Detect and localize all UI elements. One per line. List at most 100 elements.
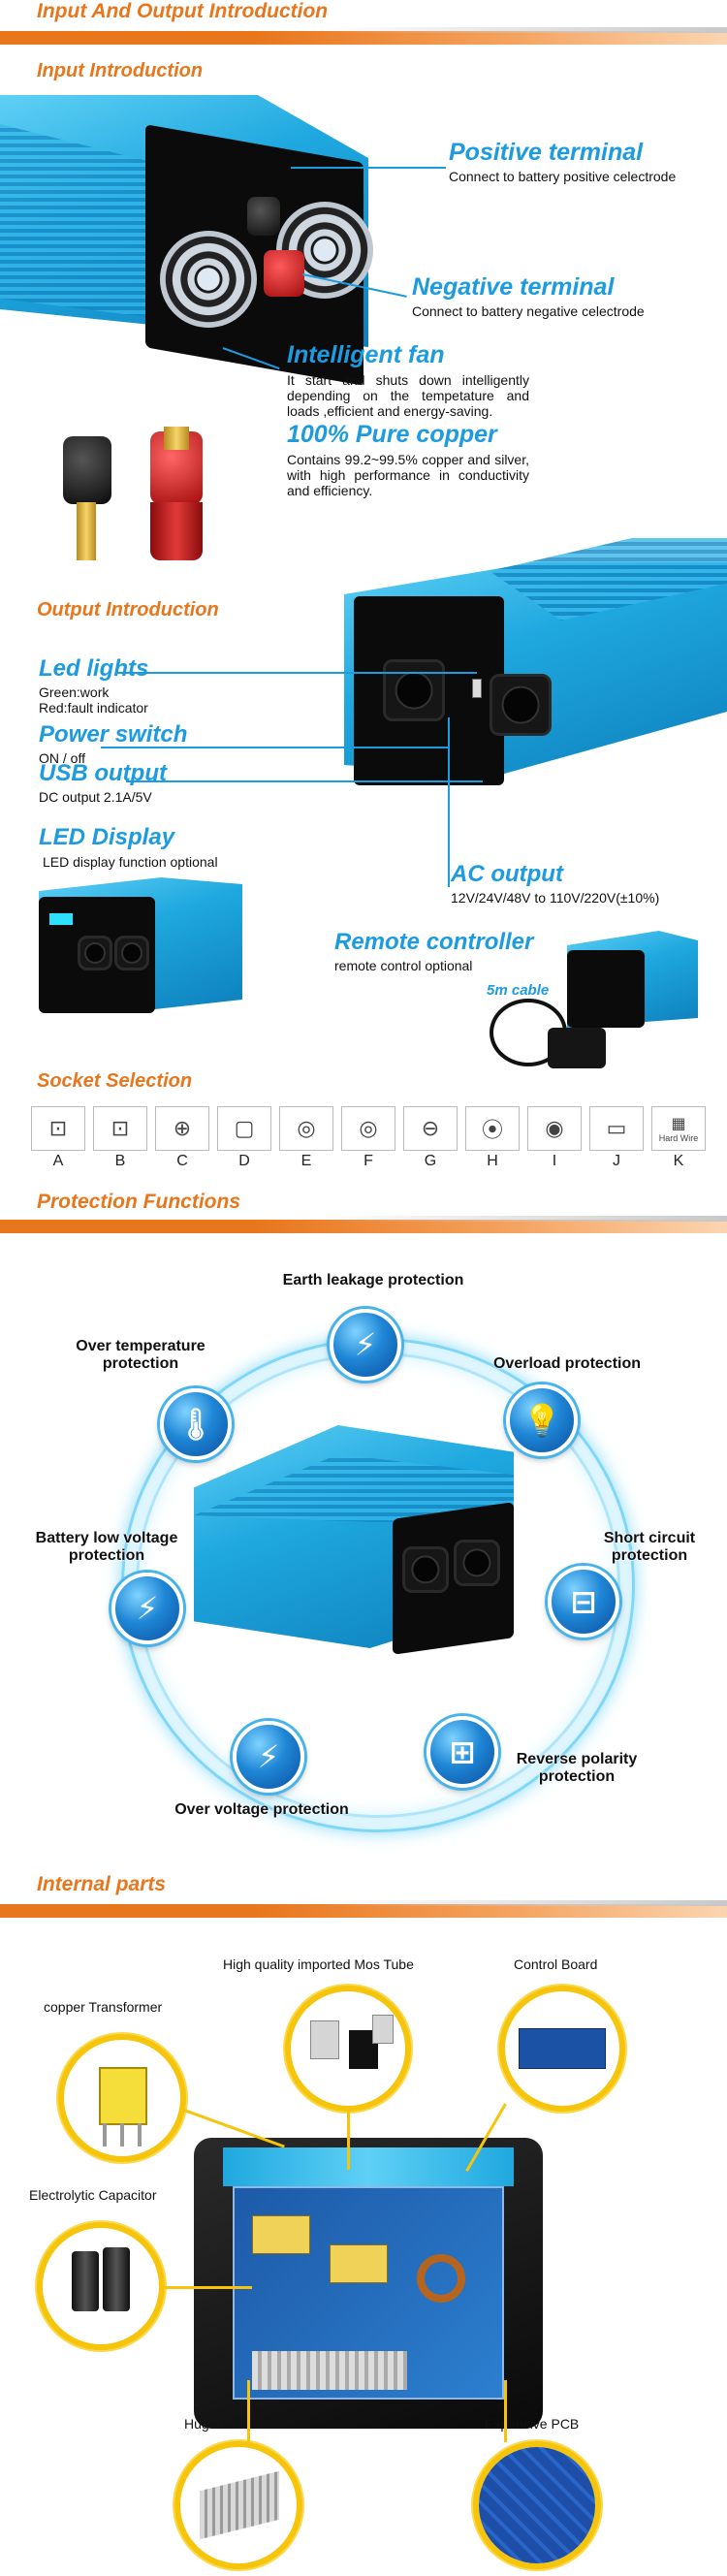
pcb-circle <box>473 2441 601 2569</box>
remote-box-icon <box>548 1028 606 1068</box>
over-temperature-label: Over temperature protection <box>76 1338 205 1372</box>
callout-line <box>291 167 446 169</box>
negative-terminal-title: Negative terminal <box>412 273 615 301</box>
pure-copper-text: Contains 99.2~99.5% copper and silver, w… <box>287 452 529 498</box>
led-display-product-image <box>39 877 242 1023</box>
callout-line <box>101 747 450 748</box>
usb-output-text: DC output 2.1A/5V <box>39 789 152 805</box>
socket-option-i: ◉I <box>523 1102 585 1170</box>
positive-terminal-text: Connect to battery positive celectrode <box>449 169 677 184</box>
socket-icon <box>383 659 445 721</box>
hard-wire-label: Hard Wire <box>658 1133 699 1143</box>
reverse-polarity-icon: ⊞ <box>427 1716 498 1788</box>
over-temperature-icon: 🌡 <box>160 1388 232 1460</box>
short-circuit-icon: ⊟ <box>548 1566 619 1638</box>
callout-line <box>448 717 450 887</box>
control-board-label: Control Board <box>514 1956 598 1972</box>
socket-options: ⊡A ⊡B ⊕C ▢D ◎E ◎F ⊖G ⦿H ◉I ▭J ▦Hard Wire… <box>27 1102 711 1170</box>
pcb-label: Expensive PCB <box>485 2416 580 2432</box>
ac-output-text: 12V/24V/48V to 110V/220V(±10%) <box>451 890 660 906</box>
socket-option-f: ◎F <box>337 1102 399 1170</box>
connector-line <box>165 2286 252 2289</box>
fan-icon <box>160 231 257 328</box>
usb-port-icon <box>472 679 482 698</box>
socket-heading: Socket Selection <box>37 1070 193 1092</box>
earth-leakage-icon: ⚡ <box>330 1309 401 1381</box>
intelligent-fan-text: It start and shuts down intelligently de… <box>287 372 529 419</box>
socket-option-e: ◎E <box>275 1102 337 1170</box>
usb-output-title: USB output <box>39 760 167 786</box>
earth-leakage-label: Earth leakage protection <box>282 1272 464 1288</box>
socket-option-j: ▭J <box>585 1102 648 1170</box>
socket-type-icon: ⊡ <box>31 1106 85 1151</box>
cable-length-label: 5m cable <box>487 982 550 999</box>
led-display-text: LED display function optional <box>43 854 218 870</box>
socket-type-icon: ⊖ <box>403 1106 458 1151</box>
led-lights-line1: Green:work <box>39 684 110 700</box>
socket-type-icon: ◉ <box>527 1106 582 1151</box>
remote-product-image <box>490 931 698 1086</box>
transformer-label: copper Transformer <box>44 1999 163 2015</box>
input-heading: Input Introduction <box>37 60 204 81</box>
callout-line <box>126 780 483 782</box>
connector-line <box>504 2380 507 2442</box>
socket-type-icon: ▦Hard Wire <box>651 1106 706 1151</box>
battery-low-voltage-label: Battery low voltage protection <box>35 1530 178 1564</box>
output-product-image <box>344 485 727 795</box>
led-lights-title: Led lights <box>39 655 149 682</box>
socket-type-icon: ⊕ <box>155 1106 209 1151</box>
socket-type-icon: ▢ <box>217 1106 271 1151</box>
pure-copper-title: 100% Pure copper <box>287 421 497 448</box>
section-bar <box>0 1900 727 1918</box>
remote-controller-title: Remote controller <box>334 929 534 955</box>
socket-type-icon: ⦿ <box>465 1106 520 1151</box>
capacitor-label: Electrolytic Capacitor <box>29 2187 157 2203</box>
output-heading: Output Introduction <box>37 599 219 620</box>
socket-option-b: ⊡B <box>89 1102 151 1170</box>
socket-type-icon: ◎ <box>279 1106 333 1151</box>
mos-tube-circle <box>285 1986 411 2112</box>
connector-line <box>247 2380 250 2442</box>
power-switch-title: Power switch <box>39 721 188 747</box>
socket-type-icon: ▭ <box>589 1106 644 1151</box>
callout-line <box>116 672 477 674</box>
section-title: Internal parts <box>37 1873 167 1895</box>
section-bar <box>0 1216 727 1233</box>
socket-option-c: ⊕C <box>151 1102 213 1170</box>
internal-pcb-image <box>194 2138 543 2429</box>
socket-icon <box>490 674 552 736</box>
ac-output-title: AC output <box>451 861 563 887</box>
over-voltage-icon: ⚡ <box>233 1721 304 1793</box>
control-board-circle <box>499 1986 625 2112</box>
positive-terminal-icon <box>247 197 280 236</box>
reverse-polarity-label: Reverse polarity protection <box>516 1751 638 1785</box>
short-circuit-label: Short circuit protection <box>603 1530 696 1564</box>
section-bar <box>0 27 727 45</box>
remote-controller-text: remote control optional <box>334 958 473 973</box>
socket-option-a: ⊡A <box>27 1102 89 1170</box>
protection-product-image <box>194 1425 514 1658</box>
socket-type-icon: ⊡ <box>93 1106 147 1151</box>
socket-option-d: ▢D <box>213 1102 275 1170</box>
section-title: Protection Functions <box>37 1191 240 1213</box>
led-screen-icon <box>48 912 74 926</box>
over-voltage-label: Over voltage protection <box>174 1801 349 1818</box>
negative-terminal-icon <box>264 250 304 297</box>
socket-option-g: ⊖G <box>399 1102 461 1170</box>
led-display-title: LED Display <box>39 824 175 850</box>
overload-label: Overload protection <box>492 1355 642 1372</box>
overload-icon: 💡 <box>506 1384 578 1456</box>
mos-tube-label: High quality imported Mos Tube <box>223 1956 414 1972</box>
capacitor-circle <box>37 2222 165 2350</box>
connector-line <box>347 2112 350 2170</box>
power-switch-text: ON / off <box>39 750 85 766</box>
socket-option-h: ⦿H <box>461 1102 523 1170</box>
transformer-circle <box>58 2034 186 2162</box>
radiator-label: Huge radiator <box>184 2416 267 2432</box>
negative-terminal-text: Connect to battery negative celectrode <box>412 303 645 319</box>
copper-terminals-image <box>53 427 247 582</box>
radiator-circle <box>174 2441 302 2569</box>
battery-low-voltage-icon: ⚡ <box>111 1573 183 1644</box>
led-lights-line2: Red:fault indicator <box>39 700 148 716</box>
